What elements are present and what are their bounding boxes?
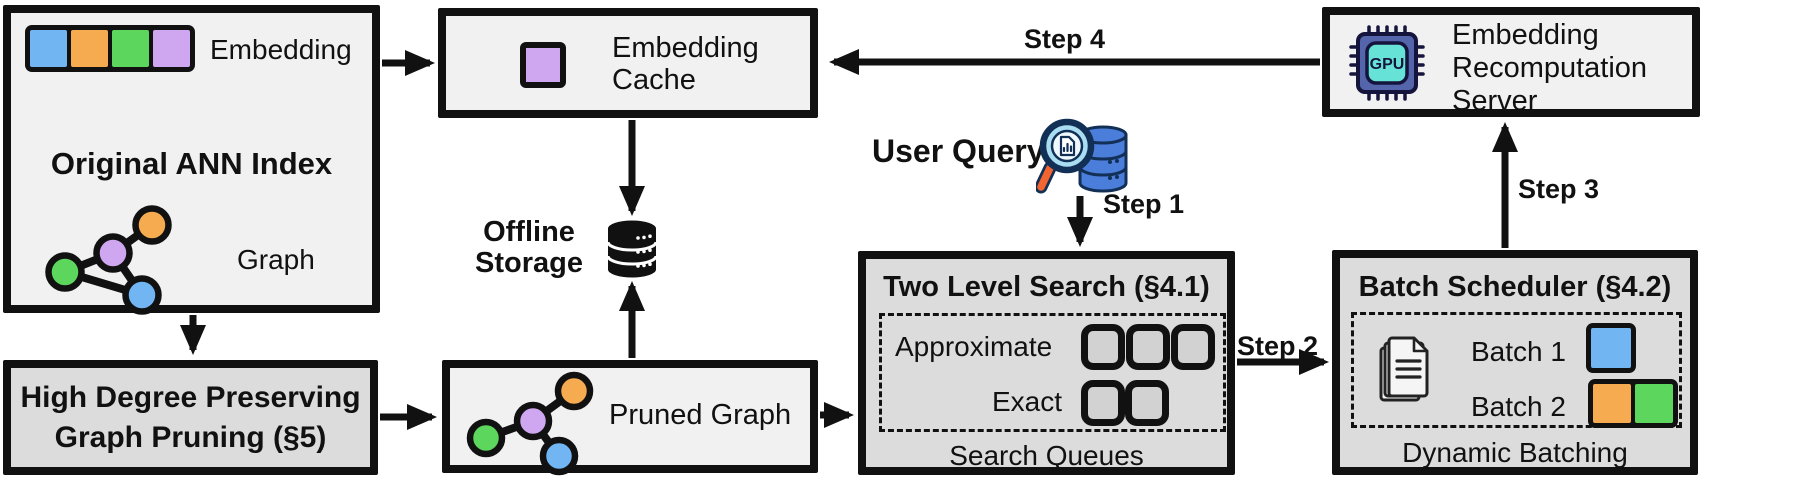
dynamic-batching-panel: Batch 1 Batch 2 (1351, 312, 1682, 428)
offline-storage-label-line2: Storage (475, 247, 583, 280)
user-query-label: User Query (872, 133, 1045, 169)
pruned-graph-icon (466, 371, 594, 476)
embedding-vector-icon (25, 25, 195, 72)
dynamic-batching-caption: Dynamic Batching (1402, 437, 1628, 468)
step1-label: Step 1 (1103, 189, 1185, 219)
approximate-label: Approximate (895, 331, 1053, 362)
server-title-line2: Recomputation (1452, 51, 1648, 84)
step2-label: Step 2 (1237, 331, 1319, 361)
embedding-cache-box: Embedding Cache (438, 8, 818, 118)
batch-scheduler-title: Batch Scheduler (§4.2) (1358, 271, 1672, 303)
batch2-item-green (1635, 384, 1673, 423)
server-title-line3: Server (1452, 84, 1538, 117)
batch-scheduler-box: Batch Scheduler (§4.2) Batch 1 Batch 2 (1332, 250, 1698, 475)
graph-label: Graph (237, 244, 315, 275)
offline-storage-label-line1: Offline (483, 216, 575, 248)
original-ann-index-title: Original ANN Index (50, 146, 333, 181)
batch2-slots (1588, 379, 1678, 428)
original-ann-index-box: Embedding Original ANN Index Graph (3, 5, 380, 315)
two-level-search-box: Two Level Search (§4.1) Approximate Exac… (858, 251, 1235, 475)
step4-label: Step 4 (1024, 24, 1106, 54)
gpu-chip-label: GPU (1370, 56, 1405, 73)
embedding-label: Embedding (210, 34, 352, 65)
graph-node-purple (93, 233, 133, 273)
graph-pruning-title-line2: Graph Pruning (§5) (54, 420, 327, 454)
batch2-item-orange (1593, 384, 1631, 423)
exact-queue-slot (1081, 380, 1125, 426)
user-query-icon (1036, 118, 1128, 194)
embedding-cell-orange (71, 30, 108, 67)
pruned-node-purple (513, 401, 553, 441)
batch1-item-blue (1591, 328, 1631, 368)
embedding-cell-purple (153, 30, 190, 67)
server-title-line1: Embedding (1452, 19, 1599, 51)
approximate-queue-slot (1081, 324, 1125, 370)
batch1-label: Batch 1 (1471, 336, 1566, 367)
approximate-queue-slot (1171, 324, 1215, 370)
cached-embedding-swatch (520, 42, 566, 88)
graph-node-green (45, 252, 85, 292)
documents-icon (1379, 336, 1429, 402)
graph-node-blue (122, 275, 162, 315)
pruned-graph-label: Pruned Graph (609, 399, 792, 431)
pruned-node-orange (554, 371, 594, 411)
query-magnifier (1036, 118, 1095, 194)
search-queues-panel: Approximate Exact (879, 313, 1226, 432)
exact-label: Exact (992, 386, 1063, 417)
approximate-queue-slot (1126, 324, 1170, 370)
batch2-label: Batch 2 (1471, 391, 1566, 422)
embedding-cell-blue (30, 30, 67, 67)
embedding-cell-green (112, 30, 149, 67)
pruned-node-blue (539, 436, 579, 476)
two-level-search-title: Two Level Search (§4.1) (883, 271, 1210, 303)
embedding-cache-title-line1: Embedding (612, 32, 759, 64)
graph-pruning-title-line1: High Degree Preserving (20, 381, 361, 414)
pruned-graph-box: Pruned Graph (442, 360, 818, 476)
search-queues-caption: Search Queues (949, 440, 1144, 471)
batch1-slots (1586, 323, 1636, 373)
exact-queue-slot (1125, 380, 1169, 426)
pruned-node-green (466, 418, 506, 458)
step3-label: Step 3 (1518, 174, 1600, 204)
graph-icon (45, 205, 172, 315)
offline-storage-icon (606, 220, 658, 278)
graph-pruning-box: High Degree Preserving Graph Pruning (§5… (3, 360, 378, 475)
embedding-cache-title-line2: Cache (612, 64, 696, 97)
graph-node-orange (132, 205, 172, 245)
gpu-icon: GPU (1349, 25, 1425, 101)
recomputation-server-box: GPU Embedding Recomputation Server (1322, 7, 1700, 117)
